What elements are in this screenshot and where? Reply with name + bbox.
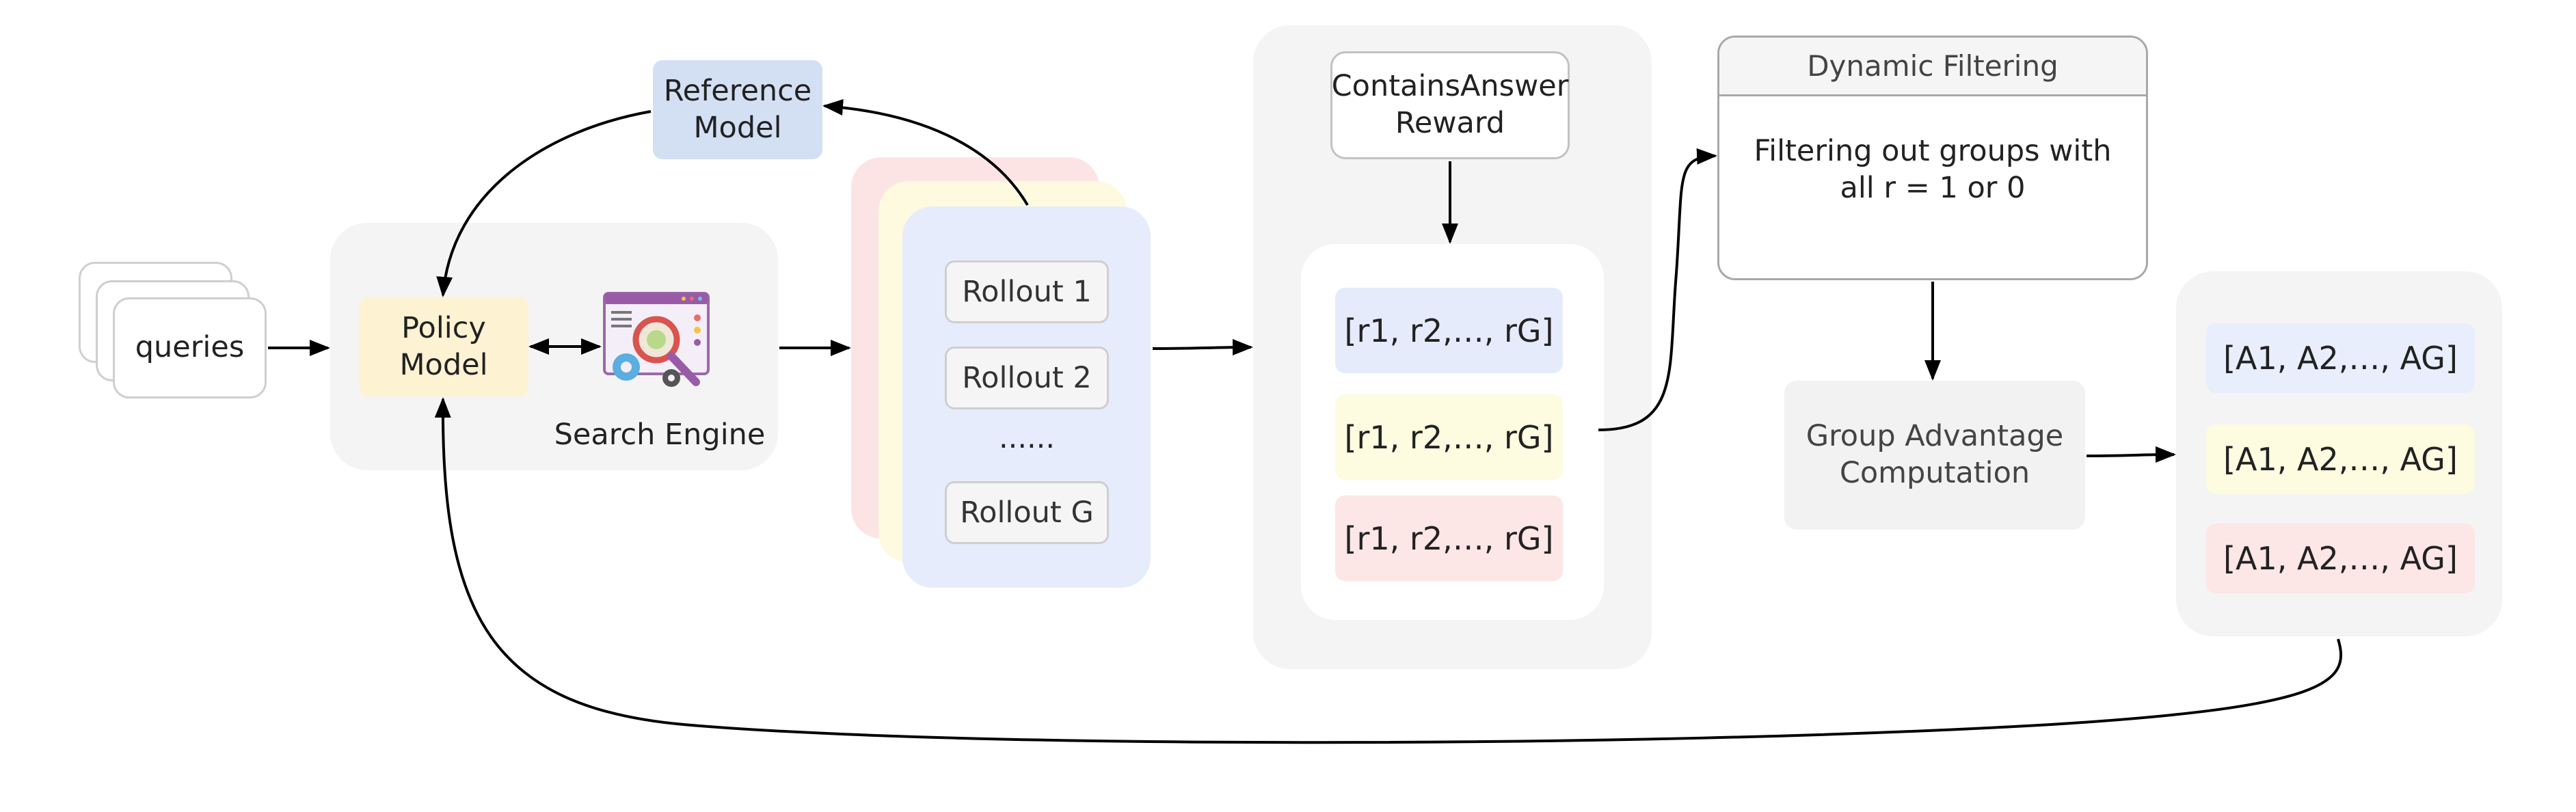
arrow-reward-to-filtering <box>1598 148 1717 431</box>
advantage-row-3-label: [A1, A2,…, AG] <box>2223 540 2458 577</box>
rollout-1[interactable]: Rollout 1 <box>945 260 1109 323</box>
reward-row-1-label: [r1, r2,…, rG] <box>1344 312 1554 349</box>
search-engine-label: Search Engine <box>554 418 766 452</box>
advantage-row-1-label: [A1, A2,…, AG] <box>2223 340 2458 377</box>
contains-answer-reward-node[interactable]: ContainsAnswer Reward <box>1330 51 1570 159</box>
reward-row-2-label: [r1, r2,…, rG] <box>1344 418 1554 456</box>
group-advantage-label: Group Advantage Computation <box>1806 419 2064 490</box>
dynamic-filtering-body: Filtering out groups with all r = 1 or 0 <box>1719 96 2146 278</box>
contains-answer-reward-label: ContainsAnswer Reward <box>1331 69 1569 140</box>
dynamic-filtering-title: Dynamic Filtering <box>1807 49 2058 83</box>
rollout-1-label: Rollout 1 <box>962 275 1092 309</box>
arrow-reference-to-policy <box>436 110 652 297</box>
dynamic-filtering-header: Dynamic Filtering <box>1719 38 2146 96</box>
advantage-row-2: [A1, A2,…, AG] <box>2206 424 2475 494</box>
arrow-feedback-to-policy <box>434 397 2343 744</box>
group-advantage-node[interactable]: Group Advantage Computation <box>1784 381 2085 530</box>
reference-model-label: Reference Model <box>663 73 812 145</box>
arrow-rollouts-to-reference <box>822 99 1029 206</box>
rollout-2-label: Rollout 2 <box>962 361 1092 395</box>
queries-node[interactable]: queries <box>113 297 267 398</box>
arrow-rollouts-to-reward <box>1152 339 1253 356</box>
reward-row-3-label: [r1, r2,…, rG] <box>1344 519 1554 557</box>
dynamic-filtering-node[interactable]: Dynamic Filtering Filtering out groups w… <box>1717 36 2148 280</box>
arrow-advantage-to-rows <box>2086 446 2176 463</box>
search-engine-icon <box>602 290 711 400</box>
dynamic-filtering-text: Filtering out groups with all r = 1 or 0 <box>1754 133 2112 205</box>
reward-row-1: [r1, r2,…, rG] <box>1335 288 1563 373</box>
rollout-2[interactable]: Rollout 2 <box>945 347 1109 409</box>
rollout-g-label: Rollout G <box>960 496 1094 530</box>
reward-row-3: [r1, r2,…, rG] <box>1335 496 1563 581</box>
rollout-ellipsis: ...... <box>998 421 1055 455</box>
queries-label: queries <box>135 330 245 365</box>
advantage-row-3: [A1, A2,…, AG] <box>2206 524 2475 593</box>
reward-row-2: [r1, r2,…, rG] <box>1335 394 1563 480</box>
policy-model-label: Policy Model <box>399 310 488 382</box>
policy-model-node[interactable]: Policy Model <box>359 297 528 396</box>
rollout-g[interactable]: Rollout G <box>945 481 1109 544</box>
advantage-row-2-label: [A1, A2,…, AG] <box>2223 441 2458 478</box>
advantage-row-1: [A1, A2,…, AG] <box>2206 323 2475 393</box>
reference-model-node[interactable]: Reference Model <box>653 60 822 159</box>
